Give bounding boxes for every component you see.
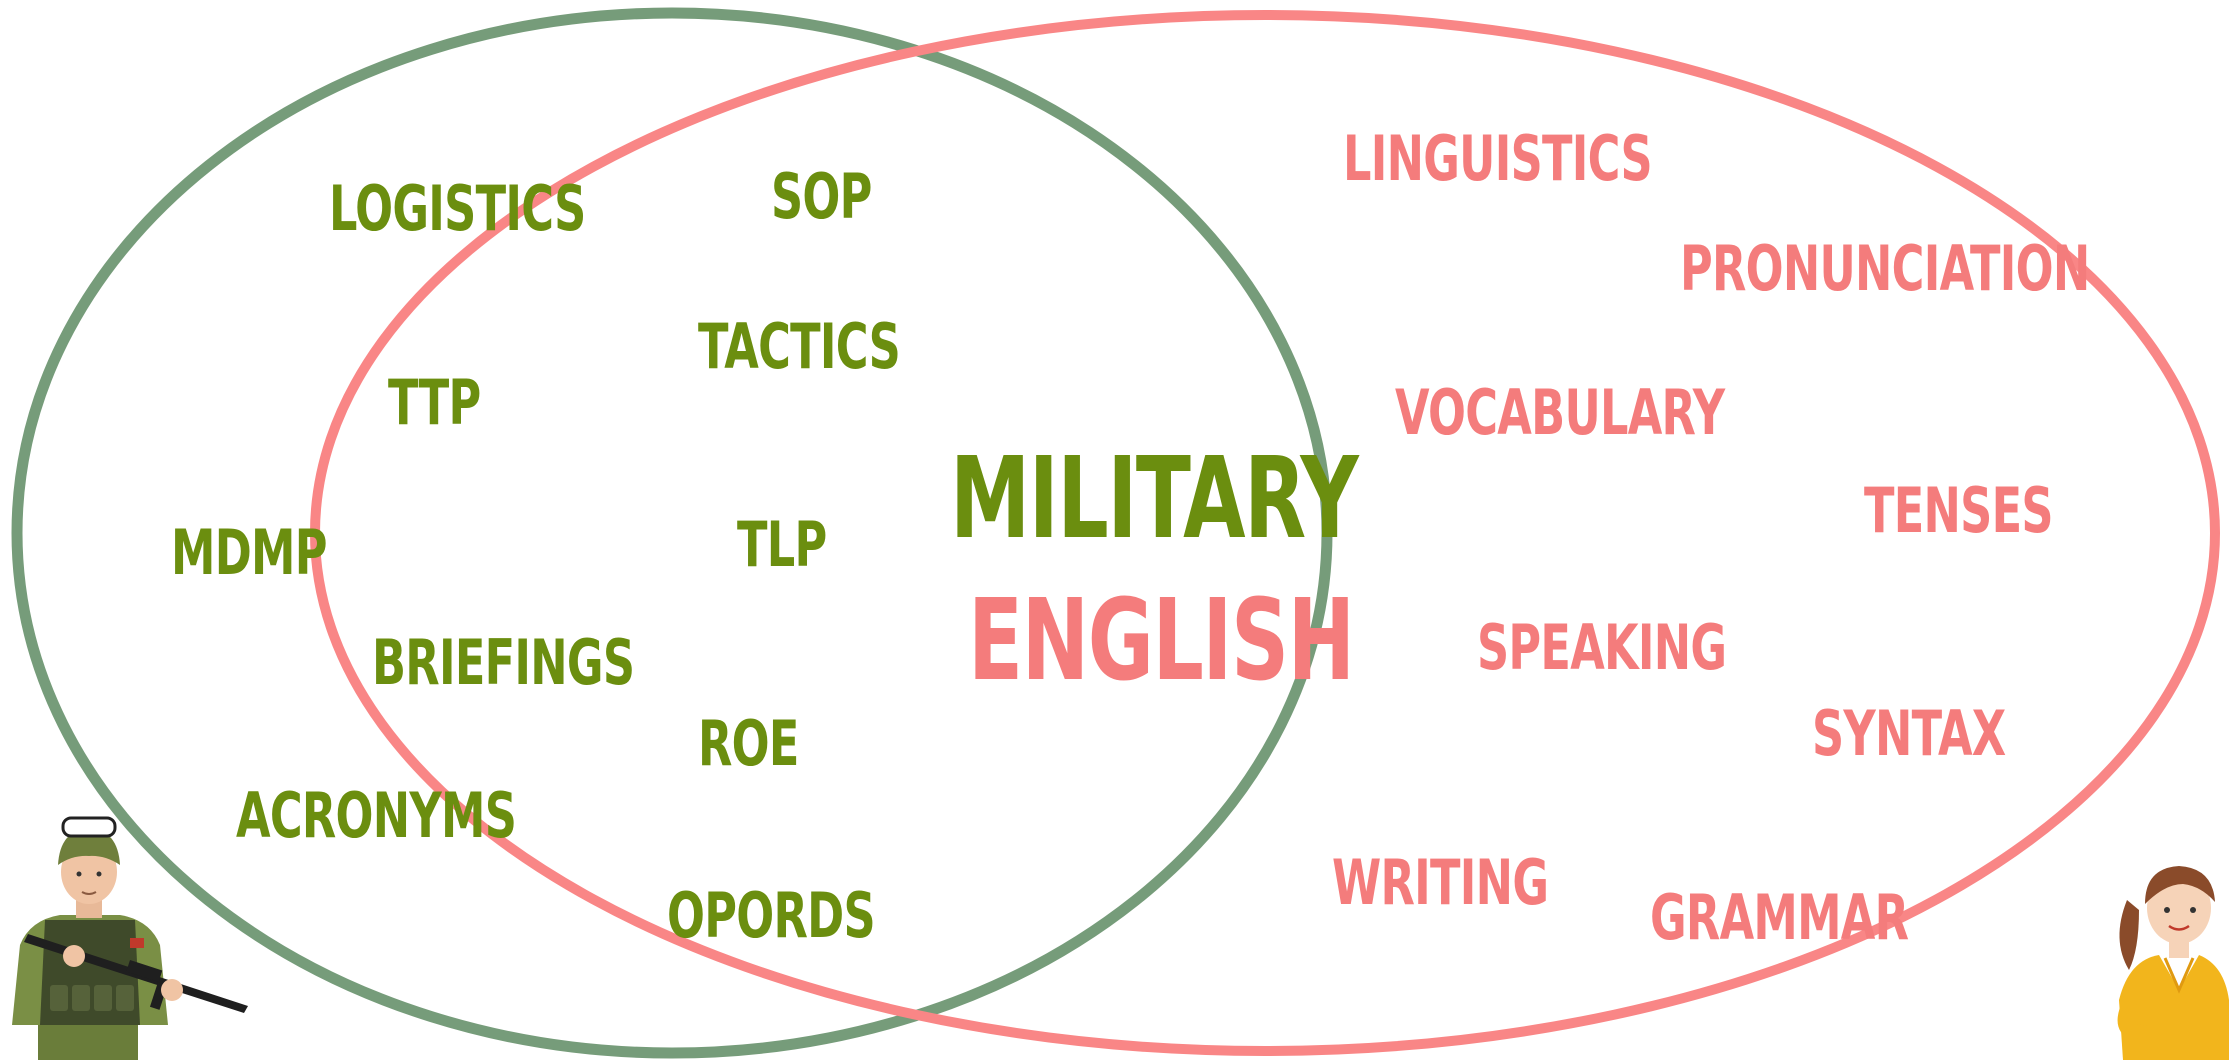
term-speaking: SPEAKING (1477, 611, 1727, 684)
term-pronunciation: PRONUNCIATION (1680, 232, 2090, 305)
term-mdmp: MDMP (171, 516, 327, 589)
term-vocabulary: VOCABULARY (1395, 376, 1725, 449)
military-circle (11, 7, 1333, 1059)
term-briefings: BRIEFINGS (372, 626, 635, 699)
term-opords: OPORDS (667, 879, 876, 952)
term-logistics: LOGISTICS (329, 172, 586, 245)
term-sop: SOP (771, 160, 872, 233)
term-tactics: TACTICS (698, 310, 901, 383)
term-writing: WRITING (1332, 846, 1549, 919)
title-military: MILITARY (950, 434, 1359, 564)
teacher-icon (2117, 866, 2229, 1060)
term-roe: ROE (698, 707, 799, 780)
english-circle (310, 10, 2220, 1056)
term-linguistics: LINGUISTICS (1343, 122, 1653, 195)
term-tenses: TENSES (1864, 474, 2054, 547)
term-tlp: TLP (737, 508, 827, 581)
title-english: ENGLISH (968, 576, 1355, 706)
term-syntax: SYNTAX (1812, 697, 2006, 770)
soldier-icon (12, 816, 248, 1060)
term-acronyms: ACRONYMS (236, 779, 517, 852)
term-ttp: TTP (388, 366, 481, 439)
term-grammar: GRAMMAR (1650, 881, 1909, 954)
